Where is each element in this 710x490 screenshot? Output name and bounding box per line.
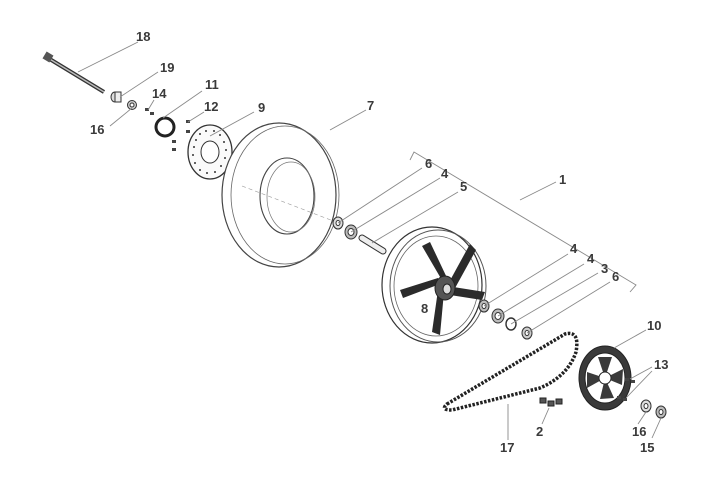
callout-18: 18: [136, 29, 150, 44]
callout-4-top: 4: [441, 166, 449, 181]
axle-nut: [655, 405, 667, 419]
callout-17: 17: [500, 440, 514, 455]
rear-axle: [42, 51, 106, 94]
callout-labels: 18 19 11 14 12 9 16 7 6 4 5 1 4 4 3 6 8 …: [90, 29, 668, 455]
drive-chain: [442, 331, 579, 412]
bearing-spacer-tube: [358, 234, 387, 255]
brake-disc: [187, 124, 233, 180]
callout-19: 19: [160, 60, 174, 75]
callout-1: 1: [559, 172, 566, 187]
callout-16-right: 16: [632, 424, 646, 439]
callout-11: 11: [205, 77, 219, 92]
rear-tyre: [221, 122, 340, 268]
callout-8: 8: [421, 301, 428, 316]
callout-3: 3: [601, 261, 608, 276]
sprocket-bolts: [617, 378, 635, 401]
callout-10: 10: [647, 318, 661, 333]
rear-sprocket: [578, 345, 632, 411]
callout-12: 12: [204, 99, 218, 114]
callout-7: 7: [367, 98, 374, 113]
leader-lines: [77, 41, 662, 440]
callout-15: 15: [640, 440, 654, 455]
callout-5: 5: [460, 179, 467, 194]
wheel-rim: [381, 226, 487, 344]
callout-9: 9: [258, 100, 265, 115]
right-spacer: [640, 399, 652, 413]
left-bearing-bush: [127, 100, 137, 110]
circlip: [505, 317, 517, 331]
chain-master-link: [539, 397, 563, 407]
callout-4-right-a: 4: [570, 241, 578, 256]
callout-6-right: 6: [612, 269, 619, 284]
left-spacer: [110, 91, 122, 103]
callout-13: 13: [654, 357, 668, 372]
callout-16-left: 16: [90, 122, 104, 137]
assembly-bracket: [409, 151, 637, 293]
callout-14: 14: [152, 86, 167, 101]
callout-2: 2: [536, 424, 543, 439]
callout-4-right-b: 4: [587, 251, 595, 266]
callout-6-top: 6: [425, 156, 432, 171]
abs-tone-ring: [154, 116, 176, 138]
